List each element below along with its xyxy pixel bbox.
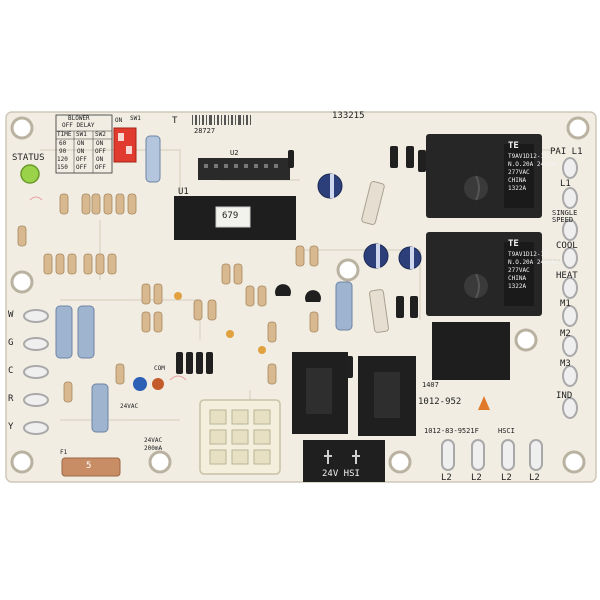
relay-top — [426, 134, 542, 218]
dip-switch-label: SW1 — [130, 115, 141, 122]
terminal-label-m3: M3 — [560, 359, 571, 369]
delay-row-4-sw1: OFF — [76, 164, 87, 171]
dip-switch-toggle-1[interactable] — [118, 133, 124, 141]
delay-table-header-sw2: SW2 — [95, 131, 106, 138]
delay-row-2-sw1: ON — [77, 148, 85, 155]
hsi-label: HSCI — [498, 427, 515, 435]
fuse-value: 5 — [86, 461, 92, 471]
dip-on-label: ON — [115, 117, 123, 124]
u1-label: U1 — [178, 187, 189, 197]
terminal-label-g: G — [8, 338, 14, 348]
relay-top-brand: TE — [508, 141, 519, 151]
delay-table-header-time: TIME — [57, 131, 72, 138]
relay-bottom — [426, 232, 542, 316]
terminal-label-heat: HEAT — [556, 271, 578, 281]
u1-sticker-text: 679 — [222, 211, 239, 221]
delay-row-4-time: 150 — [57, 164, 68, 171]
orange-capacitor — [478, 396, 490, 410]
u2-header — [198, 158, 290, 180]
date-code: 1407 — [422, 381, 439, 389]
terminal-label-c: C — [8, 366, 14, 376]
delay-row-1-sw1: ON — [77, 140, 85, 147]
terminal-label-cool: COOL — [556, 241, 578, 251]
terminal-label-single-speed: SINGLE SPEED — [552, 209, 578, 224]
red-silkscreen — [29, 196, 187, 381]
relay-bottom-rating: N.O.20A 240VAC — [508, 259, 559, 266]
nine-pin-connector[interactable] — [199, 399, 281, 475]
power-device-right-tab — [374, 372, 400, 418]
terminal-label-ind: IND — [556, 391, 573, 401]
mark-28727: 28727 — [194, 127, 216, 135]
delay-row-3-sw2: ON — [96, 156, 104, 163]
terminal-label-r: R — [8, 394, 14, 404]
board-number-full: 1012-83-9521F — [424, 427, 479, 435]
status-label: STATUS — [12, 153, 45, 163]
barcode — [192, 115, 251, 125]
terminal-label-m1: M1 — [560, 299, 571, 309]
hsi-connector-pins — [324, 450, 360, 464]
delay-table-title-2: OFF DELAY — [62, 122, 95, 129]
terminal-label-m2: M2 — [560, 329, 571, 339]
delay-table-header-sw1: SW1 — [76, 131, 87, 138]
terminal-label-l2-4: L2 — [529, 473, 540, 483]
small-resistors — [17, 193, 319, 403]
hsi-connector-label: 24V HSI — [322, 469, 360, 479]
u2-header-pins — [204, 164, 278, 168]
power-resistors — [55, 135, 389, 433]
relay-top-origin: CHINA — [508, 177, 527, 184]
relay-bottom-origin: CHINA — [508, 275, 527, 282]
dip-switch[interactable] — [113, 127, 137, 163]
left-terminal-pins[interactable] — [23, 309, 49, 435]
delay-table-title-1: BLOWER — [68, 115, 90, 122]
terminal-label-y: Y — [8, 422, 14, 432]
hsi-connector[interactable] — [303, 440, 385, 482]
terminal-label-l2-1: L2 — [441, 473, 452, 483]
com-label: COM — [154, 365, 165, 372]
small-capacitor-orange — [152, 378, 164, 390]
u2-label: U2 — [230, 149, 239, 157]
t-label: T — [172, 116, 178, 126]
relay-k5 — [432, 322, 510, 380]
relay-bottom-model: T9AV1D12-12 — [508, 251, 548, 258]
vac-label-2: 24VAC — [120, 403, 139, 410]
relay-top-code: 1322A — [508, 185, 527, 192]
blower-delay-table — [55, 114, 113, 174]
ma-label: 200mA — [144, 445, 163, 452]
diodes — [176, 146, 426, 378]
terminal-label-w: W — [8, 310, 14, 320]
delay-row-4-sw2: OFF — [95, 164, 106, 171]
u1-sticker — [215, 206, 251, 228]
terminal-label-l1: L1 — [560, 179, 571, 189]
capacitors-electrolytic — [133, 173, 422, 391]
delay-row-3-time: 120 — [57, 156, 68, 163]
bottom-terminal-pins[interactable] — [441, 439, 543, 471]
relay-top-rating: N.O.20A 240VAC — [508, 161, 559, 168]
delay-row-1-sw2: ON — [96, 140, 104, 147]
relay-top-model: T9AV1D12-12 — [508, 153, 548, 160]
terminal-label-l2-3: L2 — [501, 473, 512, 483]
right-terminal-pins[interactable] — [562, 157, 578, 419]
board-number: 1012-952 — [418, 397, 462, 407]
delay-row-2-sw2: OFF — [95, 148, 106, 155]
fuse — [61, 457, 121, 477]
terminal-label-pai-l1: PAI L1 — [550, 147, 583, 157]
mounting-holes — [10, 116, 590, 474]
ceramic-capacitors — [174, 292, 266, 354]
dip-switch-toggle-2[interactable] — [126, 146, 132, 154]
delay-row-3-sw1: OFF — [76, 156, 87, 163]
delay-row-1-time: 60 — [59, 140, 67, 147]
relay-bottom-code: 1322A — [508, 283, 527, 290]
delay-row-2-time: 90 — [59, 148, 67, 155]
relay-top-rating2: 277VAC — [508, 169, 530, 176]
relay-bottom-brand: TE — [508, 239, 519, 249]
part-number-top: 133215 — [332, 111, 365, 121]
transistors — [275, 284, 321, 302]
terminal-label-l2-2: L2 — [471, 473, 482, 483]
status-led — [20, 164, 40, 184]
fuse-label: F1 — [60, 449, 68, 456]
vac-label: 24VAC — [144, 437, 163, 444]
power-device-left-tab — [306, 368, 332, 414]
relay-bottom-rating2: 277VAC — [508, 267, 530, 274]
